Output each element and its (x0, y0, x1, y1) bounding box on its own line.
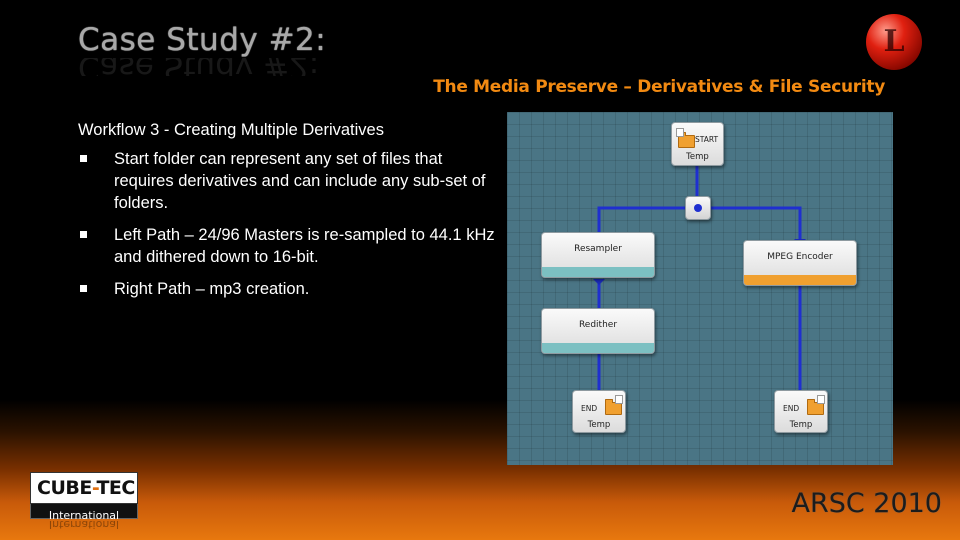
bullet-text: Left Path – 24/96 Masters is re-sampled … (114, 226, 495, 266)
brand-dash: - (91, 477, 97, 499)
logo-sphere-icon: L (866, 14, 922, 70)
end-node-label: Temp (789, 420, 813, 430)
flag-icon (615, 395, 623, 404)
wire-split-left (597, 206, 685, 236)
cubetec-logo: CUBE-TEC International International (30, 472, 138, 531)
mpeg-encoder-status-bar (744, 275, 856, 285)
bullet-list: Start folder can represent any set of fi… (78, 148, 503, 300)
end-node-label: Temp (587, 420, 611, 430)
brand-a: CUBE (37, 477, 92, 499)
bullet-item: Left Path – 24/96 Masters is re-sampled … (78, 224, 503, 268)
bullet-text: Start folder can represent any set of fi… (114, 150, 486, 212)
flag-icon (817, 395, 825, 404)
workflow-heading: Workflow 3 - Creating Multiple Derivativ… (78, 121, 384, 139)
resampler-status-bar (542, 267, 654, 277)
redither-label: Redither (578, 320, 618, 330)
start-node[interactable]: START Temp (671, 122, 724, 166)
redither-status-bar (542, 343, 654, 353)
resampler-label: Resampler (574, 244, 622, 254)
bullet-square-icon (80, 231, 87, 238)
folder-icon (605, 399, 622, 415)
start-node-label: Temp (686, 152, 709, 162)
workflow-canvas[interactable] (507, 112, 893, 465)
start-node-tag: START (695, 135, 719, 144)
mpeg-encoder-label: MPEG Encoder (767, 252, 833, 262)
brand-sub-reflection: International (48, 518, 120, 531)
title-reflection: Case Study #2: (78, 58, 320, 76)
end-node-tag: END (581, 404, 598, 413)
end-node-left[interactable]: END Temp (572, 390, 626, 433)
resampler-node[interactable]: Resampler (541, 232, 655, 278)
redither-node[interactable]: Redither (541, 308, 655, 354)
bullet-item: Right Path – mp3 creation. (78, 278, 503, 300)
end-node-tag: END (783, 404, 800, 413)
flag-icon (676, 128, 684, 137)
footer-conference: ARSC 2010 (791, 488, 942, 519)
bullet-square-icon (80, 285, 87, 292)
mpeg-encoder-node[interactable]: MPEG Encoder (743, 240, 857, 286)
port-arrow (593, 279, 605, 285)
connector-dot-icon (694, 204, 702, 212)
brand-sub: International (48, 509, 120, 522)
content-area: Workflow 3 - Creating Multiple Derivativ… (78, 121, 503, 310)
end-node-right[interactable]: END Temp (774, 390, 828, 433)
folder-icon (807, 399, 824, 415)
bullet-square-icon (80, 155, 87, 162)
slide-title: Case Study #2: (78, 22, 327, 58)
splitter-node[interactable] (685, 196, 711, 220)
bullet-text: Right Path – mp3 creation. (114, 280, 310, 298)
wire-split-right (711, 206, 802, 240)
brand-b: TEC (96, 477, 135, 499)
bullet-item: Start folder can represent any set of fi… (78, 148, 503, 214)
slide-subtitle: The Media Preserve – Derivatives & File … (433, 77, 885, 97)
